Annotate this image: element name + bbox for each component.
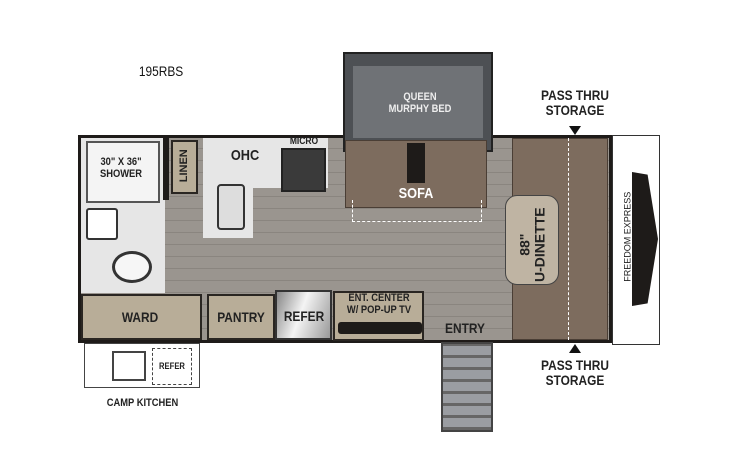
shower: [86, 141, 160, 203]
camp-refer: [152, 348, 192, 385]
model-name: 195RBS: [138, 63, 184, 79]
tv-icon: [338, 322, 422, 334]
sofa-console: [407, 143, 425, 183]
linen-label: LINEN: [178, 149, 191, 183]
linen-closet: [171, 140, 198, 194]
wardrobe: [81, 294, 202, 340]
entry-label: ENTRY: [445, 320, 485, 336]
stove-icon: [281, 148, 326, 192]
shower-label: 30" X 36" SHOWER: [99, 156, 143, 180]
pass-thru-storage-top-label: PASS THRU STORAGE: [541, 87, 609, 118]
murphy-bed: [353, 66, 483, 138]
dinette-dash: [568, 138, 569, 340]
ward-label: WARD: [121, 309, 159, 325]
kitchen-sink-icon: [217, 184, 245, 230]
refrigerator: [275, 290, 332, 340]
micro-label: MICRO: [289, 136, 319, 147]
camp-sink-icon: [112, 351, 146, 381]
brand-logo: FREEDOM EXPRESS: [622, 191, 633, 282]
bath-sink-icon: [86, 208, 118, 240]
entry-steps[interactable]: [441, 342, 493, 432]
toilet-icon: [112, 251, 152, 283]
arrow-down-icon: [569, 126, 581, 135]
dinette-table: [505, 195, 559, 285]
pass-thru-storage-bottom-label: PASS THRU STORAGE: [541, 357, 609, 388]
pantry-label: PANTRY: [217, 309, 265, 325]
camp-refer-label: REFER: [159, 361, 185, 371]
bed-label: QUEEN MURPHY BED: [388, 91, 452, 115]
refer-label: REFER: [283, 308, 325, 324]
dinette-label: 88" U-DINETTE: [516, 207, 547, 283]
ohc-label: OHC: [230, 147, 260, 164]
arrow-up-icon: [569, 344, 581, 353]
camp-kitchen-label: CAMP KITCHEN: [106, 397, 179, 409]
ent-center-label: ENT. CENTER W/ POP-UP TV: [346, 292, 412, 316]
pantry: [207, 294, 275, 340]
sofa-extended-outline: [352, 200, 482, 222]
bath-wall: [163, 138, 169, 200]
sofa-label: SOFA: [398, 185, 434, 202]
